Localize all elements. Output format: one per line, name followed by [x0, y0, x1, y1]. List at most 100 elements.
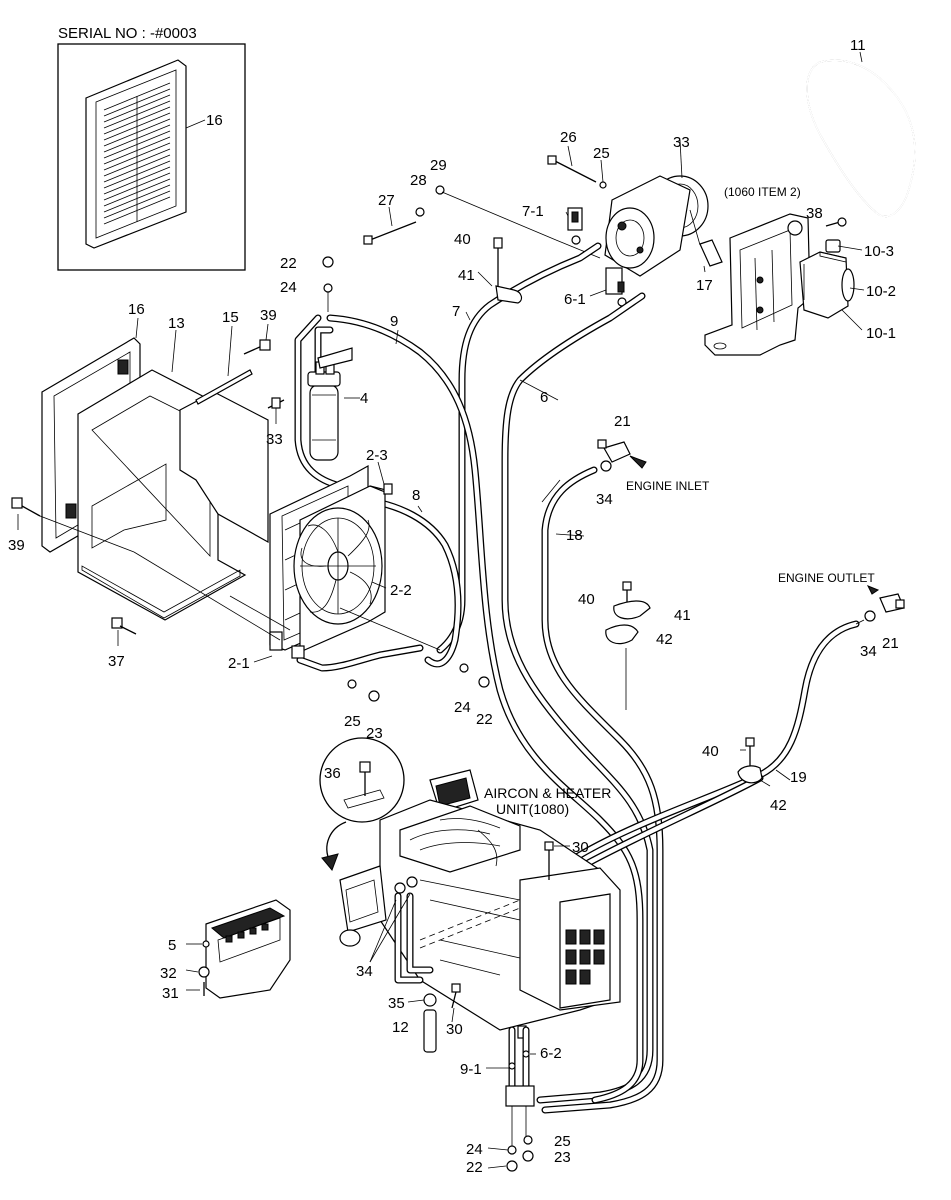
label-unit-line1: AIRCON & HEATER	[484, 785, 611, 801]
condenser-assembly-2	[269, 464, 386, 659]
label-16-inset: 16	[206, 112, 223, 129]
label-23-mid: 23	[366, 725, 383, 742]
bolt-38	[825, 217, 847, 227]
label-39-left: 39	[8, 537, 25, 554]
label-42-lower: 42	[770, 797, 787, 814]
label-22-bottom: 22	[466, 1159, 483, 1176]
label-engine-outlet: ENGINE OUTLET	[778, 571, 875, 585]
label-34-unit: 34	[356, 963, 373, 980]
fitting-21-inlet	[597, 439, 647, 472]
washer-25-mid	[347, 679, 357, 689]
label-23-bottom: 23	[554, 1149, 571, 1166]
clamp-41-mid	[605, 581, 651, 710]
hose-6	[501, 292, 654, 1104]
label-19: 19	[790, 769, 807, 786]
clamp-42-lower	[737, 737, 763, 784]
bolt-26	[547, 145, 607, 189]
inset-panel: SERIAL NO : -#0003	[57, 25, 246, 271]
label-7: 7	[452, 303, 460, 320]
label-40-top: 40	[454, 231, 471, 248]
washer-24-top	[323, 283, 333, 293]
label-24-top: 24	[280, 279, 297, 296]
label-2-3: 2-3	[366, 447, 388, 464]
label-39-top: 39	[260, 307, 277, 324]
bolt-37	[111, 617, 137, 646]
label-26: 26	[560, 129, 577, 146]
label-21-inlet: 21	[614, 413, 631, 430]
label-2-2: 2-2	[390, 582, 412, 599]
label-10-3: 10-3	[864, 243, 894, 260]
lower-pipes	[505, 1026, 535, 1172]
leader-lines	[185, 271, 865, 1169]
label-33-top: 33	[673, 134, 690, 151]
serial-note: SERIAL NO : -#0003	[58, 25, 197, 42]
condenser-pipe-lower	[296, 644, 424, 672]
hose-9	[326, 314, 644, 1104]
label-6: 6	[540, 389, 548, 406]
control-panel-5	[198, 899, 291, 999]
label-12: 12	[392, 1019, 409, 1036]
hose-18	[541, 466, 664, 1114]
label-18: 18	[566, 527, 583, 544]
label-9-1: 9-1	[460, 1061, 482, 1078]
nut-22-mid	[478, 676, 490, 688]
label-13: 13	[168, 315, 185, 332]
label-10-2: 10-2	[866, 283, 896, 300]
drain-12	[423, 993, 437, 1053]
bolt-33	[267, 397, 285, 424]
label-5: 5	[168, 937, 176, 954]
bolt-27	[363, 206, 417, 245]
unit-pipes	[394, 892, 434, 984]
label-31: 31	[162, 985, 179, 1002]
receiver-drier-4	[307, 347, 353, 461]
bolt-30-lower	[451, 983, 461, 1009]
label-36: 36	[324, 765, 341, 782]
label-24-mid: 24	[454, 699, 471, 716]
label-engine-inlet: ENGINE INLET	[626, 479, 710, 493]
label-unit-line2: UNIT(1080)	[496, 801, 569, 817]
label-21-outlet: 21	[882, 635, 899, 652]
label-27: 27	[378, 192, 395, 209]
label-10-1: 10-1	[866, 325, 896, 342]
bolt-39-lower	[11, 497, 281, 641]
bracket-15	[179, 325, 269, 544]
label-6-1: 6-1	[564, 291, 586, 308]
label-29: 29	[430, 157, 447, 174]
fitting-21-outlet	[864, 585, 905, 622]
belt-11	[806, 51, 916, 218]
label-37: 37	[108, 653, 125, 670]
washer-29	[435, 185, 445, 195]
label-2-1: 2-1	[228, 655, 250, 672]
label-11: 11	[850, 37, 866, 54]
clamp-41-upper	[493, 237, 523, 304]
label-30-lower: 30	[446, 1021, 463, 1038]
label-4: 4	[360, 390, 368, 407]
hose-8	[361, 496, 462, 668]
compressor-33	[604, 139, 709, 277]
label-25-top: 25	[593, 145, 610, 162]
label-25-mid: 25	[344, 713, 361, 730]
magnifier-36	[319, 737, 405, 871]
unit-dashed-lines	[419, 899, 521, 949]
label-8: 8	[412, 487, 420, 504]
label-17: 17	[696, 277, 713, 294]
washer-28	[415, 207, 425, 217]
label-7-1: 7-1	[522, 203, 544, 220]
label-24-bottom: 24	[466, 1141, 483, 1158]
label-32: 32	[160, 965, 177, 982]
label-9: 9	[390, 313, 398, 330]
nut-23-mid	[368, 690, 380, 702]
idler-assembly-10	[799, 239, 865, 331]
label-22-mid: 22	[476, 711, 493, 728]
fitting-6-1	[589, 267, 627, 307]
label-22-top: 22	[280, 255, 297, 272]
label-35: 35	[388, 995, 405, 1012]
aircon-heater-unit-1080	[339, 769, 621, 1039]
label-34-outlet: 34	[860, 643, 877, 660]
label-16-cover: 16	[128, 301, 145, 318]
bolt-2-3	[369, 461, 393, 495]
label-40-lower: 40	[702, 743, 719, 760]
label-1060-ref: (1060 ITEM 2)	[724, 185, 801, 199]
compressor-bracket-1060	[704, 213, 811, 356]
